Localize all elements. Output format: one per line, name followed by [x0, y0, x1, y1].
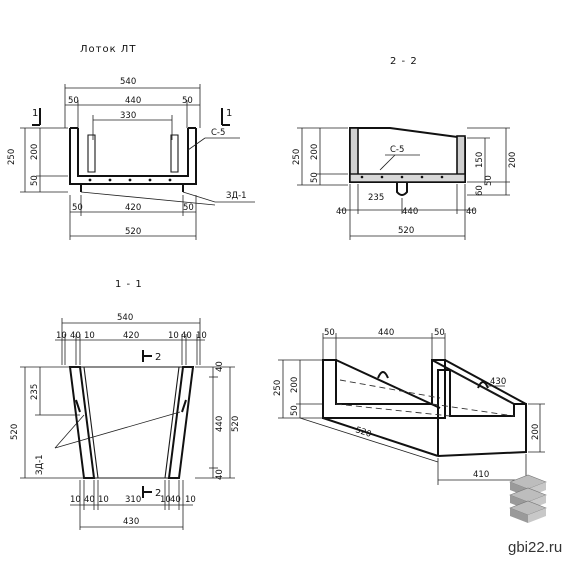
dim-label: 520 — [231, 416, 241, 432]
dim-label: 430 — [490, 377, 506, 387]
dim-label: 420 — [123, 331, 139, 341]
dim-label: 150 — [475, 152, 485, 168]
callout-label: ЗД-1 — [226, 191, 247, 201]
dim-label: 40 — [181, 331, 192, 341]
dim-label: 40 — [336, 207, 347, 217]
dim-label: 440 — [402, 207, 418, 217]
callout-label: С-5 — [390, 145, 404, 155]
dim-label: 250 — [273, 380, 283, 396]
dim-label: 50 — [310, 172, 320, 183]
dim-label: 250 — [292, 149, 302, 165]
watermark-text: gbi22.ru — [508, 539, 562, 556]
dim-label: 50 — [68, 96, 79, 106]
dim-label: 200 — [531, 424, 541, 440]
dim-label: 10 — [56, 331, 67, 341]
dim-label: 10 — [185, 495, 196, 505]
dim-label: 440 — [125, 96, 141, 106]
dim-label: 40 — [70, 331, 81, 341]
dim-label: 10 — [160, 495, 171, 505]
dim-label: 200 — [508, 152, 518, 168]
dim-label: 50 — [324, 328, 335, 338]
isometric-view: 50 440 50 250 200 50 430 520 — [273, 328, 545, 485]
drawing-title: Лоток ЛТ — [80, 44, 136, 55]
dim-label: 10 — [98, 495, 109, 505]
callout-label: С-5 — [211, 128, 225, 138]
dim-label: 420 — [125, 203, 141, 213]
section-mark: 2 — [155, 352, 162, 363]
section-label: 2 - 2 — [390, 56, 418, 67]
dim-label: 50 — [72, 203, 83, 213]
dim-label: 40 — [84, 495, 95, 505]
site-logo — [509, 474, 547, 523]
section-1-1: 1 - 1 540 10 40 10 420 10 40 10 2 2 — [10, 279, 241, 530]
section-2-2: 2 - 2 С-5 250 200 50 150 20 — [292, 56, 518, 240]
dim-label: 50 — [30, 175, 40, 186]
dim-label: 10 — [196, 331, 207, 341]
dim-label: 310 — [125, 495, 141, 505]
dim-label: 520 — [125, 227, 141, 237]
dim-label: 235 — [30, 384, 40, 400]
dim-label: 50 — [182, 96, 193, 106]
dim-label: 235 — [368, 193, 384, 203]
callout-label: ЗД-1 — [35, 454, 45, 475]
dim-label: 10 — [84, 331, 95, 341]
dim-label: 410 — [473, 470, 489, 480]
section-mark: 1 — [32, 108, 39, 119]
dim-label: 330 — [120, 111, 136, 121]
dim-label: 540 — [117, 313, 133, 323]
dim-label: 50 — [183, 203, 194, 213]
dim-label: 440 — [378, 328, 394, 338]
dim-label: 200 — [30, 144, 40, 160]
dim-label: 50 — [484, 175, 494, 186]
dim-label: 50 — [290, 405, 300, 416]
dim-label: 200 — [290, 377, 300, 393]
dim-label: 40 — [170, 495, 181, 505]
dim-label: 520 — [398, 226, 414, 236]
dim-label: 40 — [466, 207, 477, 217]
dim-label: 520 — [10, 424, 20, 440]
dim-label: 430 — [123, 517, 139, 527]
dim-label: 250 — [7, 149, 17, 165]
dim-label: 50 — [434, 328, 445, 338]
dim-label: 440 — [215, 416, 225, 432]
dim-label: 520 — [354, 425, 373, 440]
section-label: 1 - 1 — [115, 279, 143, 290]
front-view: 540 50 440 50 330 1 1 — [7, 77, 255, 240]
dim-label: 40 — [215, 469, 225, 480]
dim-label: 200 — [310, 144, 320, 160]
section-mark: 2 — [155, 488, 162, 499]
dim-label: 10 — [70, 495, 81, 505]
dim-label: 10 — [168, 331, 179, 341]
dim-label: 60 — [475, 185, 485, 196]
dim-label: 40 — [215, 361, 225, 372]
section-mark: 1 — [226, 108, 233, 119]
dim-label: 540 — [120, 77, 136, 87]
